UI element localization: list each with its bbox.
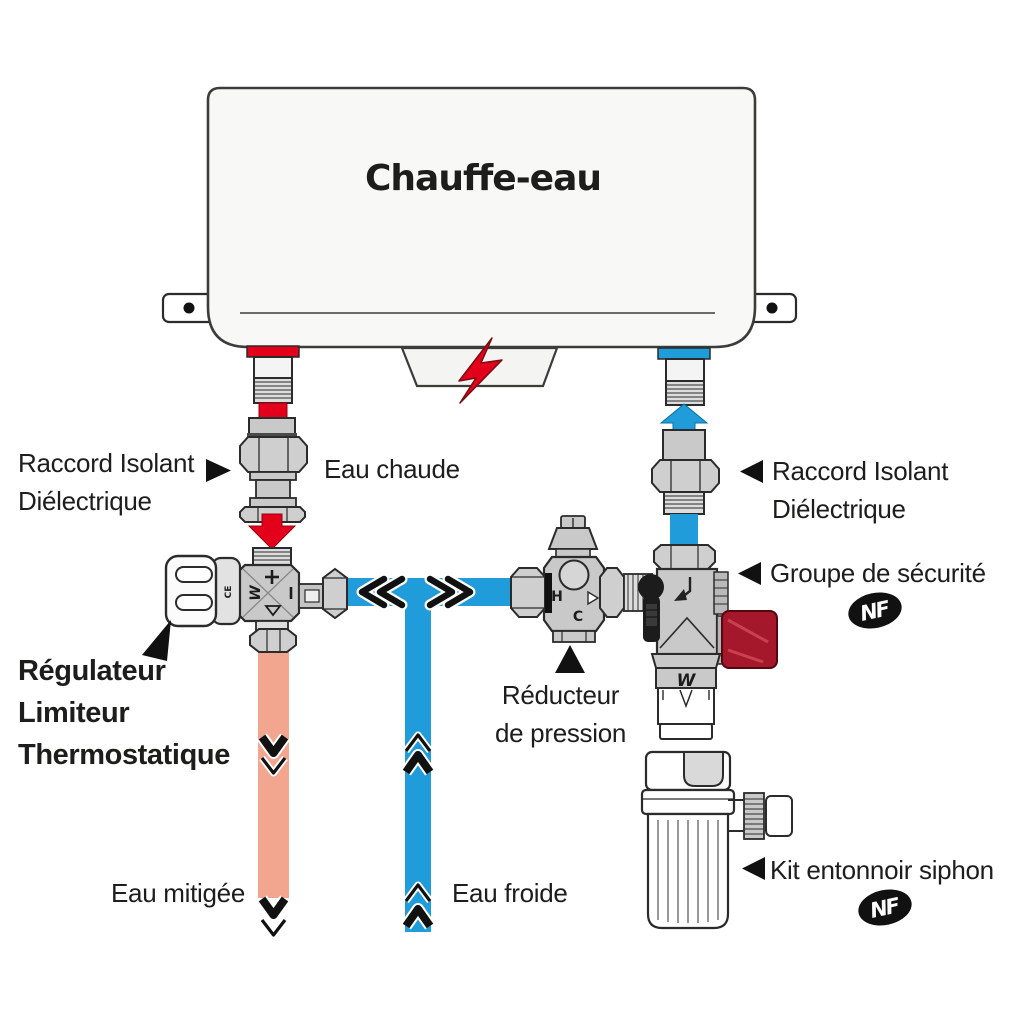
label-raccord-isolant-right: Raccord Isolant Diélectrique	[772, 452, 948, 528]
siphon-funnel-kit	[640, 750, 793, 930]
cold-port-letter: C	[573, 609, 583, 625]
label-kit-entonnoir: Kit entonnoir siphon	[770, 855, 994, 885]
nabla-marking-icon	[264, 605, 282, 617]
ball-valve-lever	[638, 574, 664, 642]
pointer-right-icon	[206, 459, 231, 482]
pointer-left-icon	[738, 562, 761, 585]
flow-chevron-right-icon	[424, 573, 476, 611]
cold-riser-pipe	[670, 514, 698, 546]
hot-flow-arrow-down-icon	[247, 513, 297, 550]
label-reducteur-pression: Réducteur de pression	[468, 676, 653, 752]
label-raccord-isolant-left: Raccord Isolant Diélectrique	[18, 444, 194, 520]
label-line: Diélectrique	[772, 494, 906, 524]
hot-port-letter: H	[551, 589, 563, 605]
bracket-hole-icon	[766, 302, 778, 314]
label-line: de pression	[494, 718, 627, 748]
nf-badge-text: NF	[867, 893, 901, 923]
watts-logo: W	[677, 671, 697, 691]
knurled-knob	[743, 792, 765, 840]
dielectric-union-left	[239, 417, 308, 523]
electric-bolt-icon	[458, 337, 503, 404]
triangle-right-marking-icon	[587, 590, 600, 606]
label-line: Thermostatique	[18, 739, 230, 771]
pointer-up-icon	[555, 645, 585, 673]
plus-marking-icon	[265, 570, 279, 584]
relief-valve-red-cap	[716, 610, 778, 669]
flow-chevron-down-icon	[257, 733, 290, 777]
security-group-valve: W	[638, 544, 778, 740]
pointer-northeast-icon	[142, 620, 171, 661]
label-line: Raccord Isolant	[772, 456, 949, 486]
flow-chevron-down-icon	[257, 895, 290, 939]
hot-outlet-stub	[246, 345, 300, 420]
flow-chevron-up-icon	[401, 881, 435, 930]
cold-water-pipe	[347, 578, 511, 932]
water-heater-tank	[206, 86, 757, 349]
valve-knob: CE	[164, 554, 242, 628]
reducer-dome	[558, 559, 590, 591]
watts-logo: W	[248, 585, 264, 601]
label-eau-chaude: Eau chaude	[324, 454, 460, 484]
flow-chevron-left-icon	[356, 573, 408, 611]
label-regulateur: Régulateur Limiteur Thermostatique	[18, 650, 230, 776]
label-line: Diélectrique	[18, 486, 152, 516]
label-eau-mitigee: Eau mitigée	[111, 878, 245, 908]
evacuation-outlet	[657, 687, 715, 740]
label-line: Limiteur	[18, 697, 130, 729]
label-line: Raccord Isolant	[18, 448, 195, 478]
label-eau-froide: Eau froide	[452, 878, 568, 908]
nf-badge-text: NF	[857, 596, 891, 626]
pointer-left-icon	[740, 460, 763, 483]
cold-inlet-stub	[657, 347, 711, 406]
bent-arrow-marking-icon	[674, 577, 692, 601]
ce-mark: CE	[224, 586, 234, 599]
thermostatic-mixing-valve: W CE	[164, 547, 348, 653]
label-line: Réducteur	[501, 680, 620, 710]
label-line: Régulateur	[18, 655, 166, 687]
pressure-reducer: H C	[510, 515, 653, 643]
tank-title: Chauffe-eau	[365, 158, 602, 199]
pointer-left-icon	[742, 857, 765, 880]
flow-chevron-up-icon	[401, 731, 435, 776]
label-groupe-securite: Groupe de sécurité	[770, 558, 986, 588]
dielectric-union-right	[651, 429, 720, 515]
bracket-hole-icon	[183, 302, 195, 314]
